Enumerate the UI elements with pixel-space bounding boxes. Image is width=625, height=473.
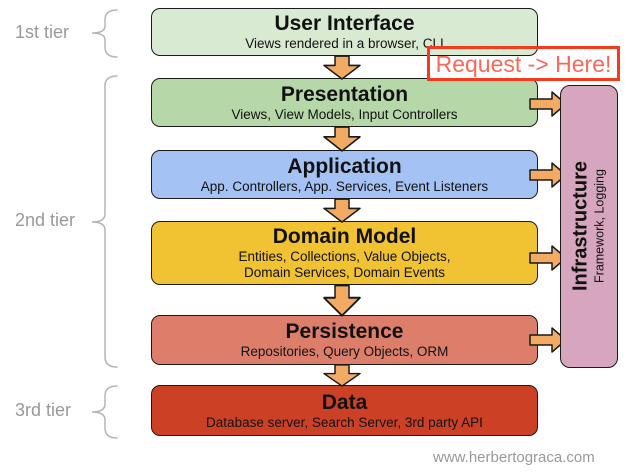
- layer-subtitle-line: Database server, Search Server, 3rd part…: [206, 414, 483, 430]
- layer-subtitle-line: App. Controllers, App. Services, Event L…: [200, 178, 489, 194]
- arrow-down-presentation-to-application: [323, 126, 361, 152]
- layer-box-user-interface: User Interface Views rendered in a brows…: [151, 8, 538, 56]
- tier-label-2nd: 2nd tier: [15, 210, 76, 230]
- layer-title-presentation: Presentation: [280, 82, 409, 106]
- layer-title-persistence: Persistence: [285, 320, 404, 343]
- arrow-right-application-to-infrastructure: [529, 162, 567, 188]
- layer-subtitle-domain-model: Entities, Collections, Value Objects,Dom…: [238, 249, 450, 281]
- layer-subtitle-presentation: Views, View Models, Input Controllers: [231, 107, 457, 123]
- watermark: www.herbertograca.com: [433, 449, 595, 466]
- layer-subtitle-line: Domain Services, Domain Events: [243, 265, 446, 280]
- arrow-down-application-to-domain-model: [323, 198, 361, 223]
- layer-box-data: Data Database server, Search Server, 3rd…: [151, 385, 538, 436]
- arrow-down-user-interface-to-presentation: [323, 55, 361, 80]
- arrow-right-presentation-to-infrastructure: [529, 91, 567, 117]
- layer-subtitle-persistence: Repositories, Query Objects, ORM: [241, 344, 449, 360]
- layer-title-application: Application: [287, 154, 402, 178]
- layer-subtitle-line: Repositories, Query Objects, ORM: [240, 344, 449, 359]
- layer-box-persistence: Persistence Repositories, Query Objects,…: [151, 315, 538, 365]
- layer-title-data: Data: [321, 390, 368, 414]
- layer-subtitle-line: Entities, Collections, Value Objects,: [238, 249, 451, 264]
- request-callout-text: Request -> Here!: [435, 50, 612, 77]
- infrastructure-subtitle: Framework, Logging: [592, 169, 607, 283]
- infrastructure-box: [560, 85, 618, 368]
- layer-subtitle-user-interface: Views rendered in a browser, CLI: [245, 36, 444, 52]
- tier-label-3rd: 3rd tier: [15, 400, 72, 420]
- infrastructure-label-group: Infrastructure Framework, Logging: [560, 85, 618, 368]
- tier-label-1st: 1st tier: [15, 22, 70, 42]
- layer-subtitle-line: Views rendered in a browser, CLI: [245, 36, 444, 51]
- arrow-right-domain-model-to-infrastructure: [529, 245, 567, 271]
- layer-title-user-interface: User Interface: [274, 12, 415, 35]
- infrastructure-title: Infrastructure: [569, 160, 592, 292]
- layer-subtitle-application: App. Controllers, App. Services, Event L…: [201, 179, 488, 195]
- layer-subtitle-data: Database server, Search Server, 3rd part…: [206, 415, 483, 431]
- arrow-down-domain-model-to-persistence: [323, 284, 361, 317]
- arrow-right-persistence-to-infrastructure: [529, 327, 567, 353]
- layer-title-domain-model: Domain Model: [272, 225, 417, 248]
- layer-subtitle-line: Views, View Models, Input Controllers: [231, 106, 458, 122]
- layer-box-domain-model: Domain Model Entities, Collections, Valu…: [151, 221, 538, 285]
- request-callout: Request -> Here!: [427, 46, 620, 81]
- arrow-down-persistence-to-data: [323, 364, 361, 387]
- layer-box-presentation: Presentation Views, View Models, Input C…: [151, 78, 538, 127]
- layer-box-application: Application App. Controllers, App. Servi…: [151, 150, 538, 199]
